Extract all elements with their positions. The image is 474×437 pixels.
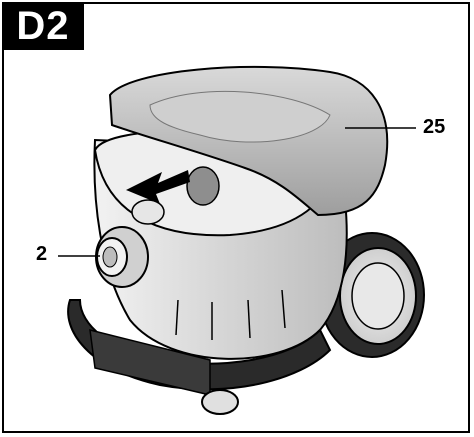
cover-dimple [149, 90, 331, 143]
tank-ribs [175, 289, 286, 340]
suction-inlet [95, 226, 149, 288]
rear-wheel [319, 232, 425, 358]
castor-wheel [201, 389, 239, 415]
callout-25-label: 25 [423, 116, 446, 138]
figure-frame [2, 2, 470, 433]
figure-id-badge: D2 [2, 2, 84, 50]
arrow-icon [126, 170, 190, 204]
filter-disc [186, 166, 220, 206]
inner-outlet [131, 199, 165, 225]
callout-2-label: 2 [36, 243, 48, 265]
